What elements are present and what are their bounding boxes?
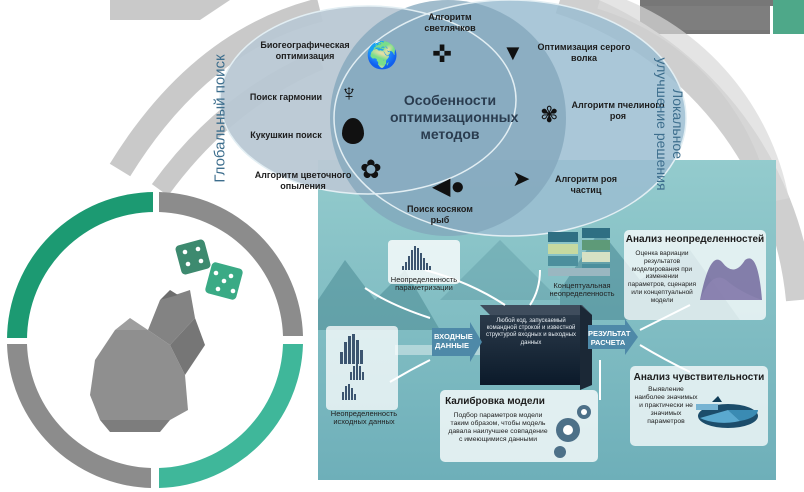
output-label: РЕЗУЛЬТАТ РАСЧЕТА: [588, 329, 631, 347]
calibration-text: Подбор параметров модели таким образом, …: [448, 412, 548, 443]
calibration-title: Калибровка модели: [445, 396, 545, 407]
param-histogram: [388, 240, 460, 284]
ring-logo: [5, 190, 305, 490]
conceptual-uncertainty-label: Концептуальная неопределенность: [549, 281, 615, 298]
low-poly-animal: [90, 290, 205, 432]
fish-icon: ◀●: [432, 173, 465, 200]
uncertainty-analysis-title: Анализ неопределенностей: [625, 234, 765, 245]
sensitivity-analysis-title: Анализ чувствительности: [633, 372, 765, 383]
input-histograms: [326, 326, 398, 410]
method-flower: Алгоритм цветочного опыления: [254, 170, 352, 191]
method-cuckoo: Кукушкин поиск: [250, 130, 322, 140]
gears-icon: [554, 405, 591, 458]
conceptual-blocks: [548, 228, 610, 276]
method-pso: Алгоритм роя частиц: [554, 174, 618, 195]
venn-title: Особенности оптимизационных методов: [390, 92, 519, 142]
input-uncertainty-label: Неопределенность исходных данных: [330, 409, 398, 426]
method-wolf: Оптимизация серого волка: [537, 42, 631, 63]
method-fish: Поиск косяком рыб: [407, 204, 473, 225]
wolf-icon: ▼: [502, 40, 524, 65]
egg-icon: [342, 118, 364, 144]
axis-local-improvement: Локальное улучшение решения: [654, 54, 686, 194]
pie-3d-icon: [696, 396, 758, 428]
method-bee: Алгоритм пчелиного роя: [571, 100, 665, 121]
bee-icon: ✾: [540, 102, 559, 127]
black-box-text: Любой код, запускаемый командной строкой…: [485, 318, 577, 346]
method-fireflies: Алгоритм светлячков: [424, 12, 476, 33]
input-data-label: ВХОДНЫЕ ДАННЫЕ: [434, 332, 473, 350]
input-arrow: [432, 322, 482, 362]
axis-global-search: Глобальный поиск: [211, 54, 229, 183]
dice-icon: [175, 239, 243, 300]
method-harmony: Поиск гармонии: [249, 92, 323, 102]
flower-icon: ✿: [360, 154, 382, 184]
sensitivity-analysis-text: Выявление наиболее значимых и практическ…: [634, 386, 698, 425]
globe-icon: 🌍: [366, 40, 399, 70]
axis-local-improvement-text: Локальное улучшение решения: [654, 57, 686, 191]
bird-icon: ➤: [512, 166, 531, 191]
method-biogeo: Биогеографическая оптимизация: [260, 40, 350, 61]
output-arrow: [588, 319, 638, 355]
param-uncertainty-label: Неопределенность параметризации: [390, 275, 458, 292]
lyre-icon: ♆: [340, 80, 358, 107]
uncertainty-analysis-text: Оценка вариации результатов моделировани…: [628, 250, 696, 304]
dragonfly-icon: ✜: [432, 41, 453, 68]
